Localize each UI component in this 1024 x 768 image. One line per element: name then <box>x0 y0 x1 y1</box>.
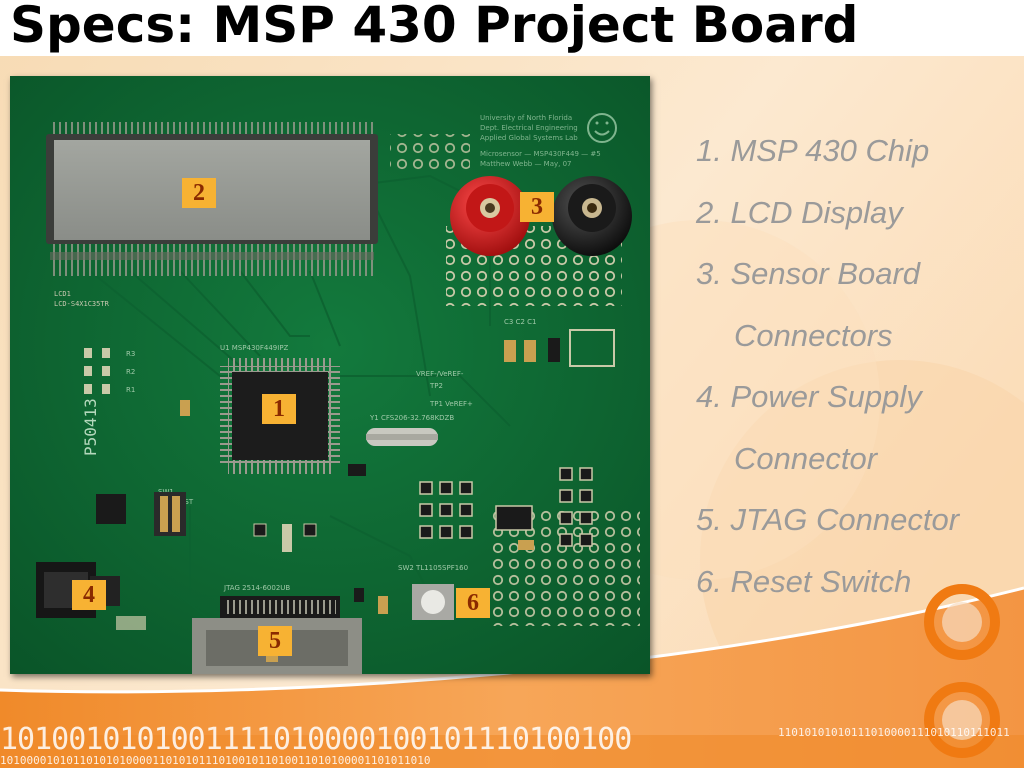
binary-decoration-small: 11010101010111010000111010110111011 <box>778 726 1010 739</box>
list-item: 1. MSP 430 Chip <box>696 133 930 168</box>
list-item: 2. LCD Display <box>696 194 903 230</box>
marker-2: 2 <box>182 178 216 208</box>
svg-text:C3 C2 C1: C3 C2 C1 <box>504 318 536 326</box>
svg-text:P50413: P50413 <box>81 398 100 456</box>
marker-3: 3 <box>520 192 554 222</box>
decorative-rings-icon <box>924 584 1000 758</box>
list-item: 5. JTAG Connector <box>696 502 960 537</box>
svg-text:LCD1: LCD1 <box>54 290 71 298</box>
binary-decoration: 1010010101001111010000100101110100100 <box>0 722 632 757</box>
list-item-continuation: Connectors <box>734 317 893 353</box>
svg-text:R3: R3 <box>126 350 135 358</box>
title-bar <box>0 0 1024 56</box>
board-photo: LCD1 LCD-S4X1C35TR University of North F… <box>10 76 650 674</box>
binary-decoration-small: 1010000101011010101000011010101110100101… <box>0 754 431 767</box>
svg-text:LCD-S4X1C35TR: LCD-S4X1C35TR <box>54 300 110 308</box>
svg-text:Matthew Webb — May, 07: Matthew Webb — May, 07 <box>480 160 572 168</box>
svg-text:R1: R1 <box>126 386 135 394</box>
svg-text:R2: R2 <box>126 368 135 376</box>
svg-text:SW2 TL1105SPF160: SW2 TL1105SPF160 <box>398 564 468 572</box>
sensor-board-connectors <box>450 176 632 256</box>
slide-title: Specs: MSP 430 Project Board <box>10 0 859 54</box>
component-list: 1. MSP 430 Chip 2. LCD Display 3. Sensor… <box>696 120 1016 612</box>
svg-text:TP2: TP2 <box>429 382 443 390</box>
smiley-icon <box>587 113 617 143</box>
marker-1: 1 <box>262 394 296 424</box>
list-item: 3. Sensor Board <box>696 256 921 291</box>
svg-text:Dept. Electrical Engineering: Dept. Electrical Engineering <box>480 124 578 132</box>
msp430-chip: U1 MSP430F449IPZ <box>220 344 340 474</box>
svg-text:JTAG 2514-6002UB: JTAG 2514-6002UB <box>223 584 290 592</box>
svg-text:Applied Global Systems Lab: Applied Global Systems Lab <box>480 134 578 142</box>
reset-switch: SW2 TL1105SPF160 <box>398 564 468 620</box>
list-item: 4. Power Supply <box>696 379 922 414</box>
svg-text:Y1 CFS206-32.768KDZB: Y1 CFS206-32.768KDZB <box>369 414 454 422</box>
svg-text:TP1 VeREF+: TP1 VeREF+ <box>429 400 473 408</box>
marker-5: 5 <box>258 626 292 656</box>
svg-text:Microsensor — MSP430F449 — #5: Microsensor — MSP430F449 — #5 <box>480 150 601 158</box>
marker-6: 6 <box>456 588 490 618</box>
svg-text:U1 MSP430F449IPZ: U1 MSP430F449IPZ <box>220 344 289 352</box>
marker-4: 4 <box>72 580 106 610</box>
list-item: 6. Reset Switch <box>696 563 912 599</box>
svg-text:University of North Florida: University of North Florida <box>480 114 572 122</box>
list-item-continuation: Connector <box>734 440 878 476</box>
svg-text:VREF-/VeREF-: VREF-/VeREF- <box>416 370 464 378</box>
